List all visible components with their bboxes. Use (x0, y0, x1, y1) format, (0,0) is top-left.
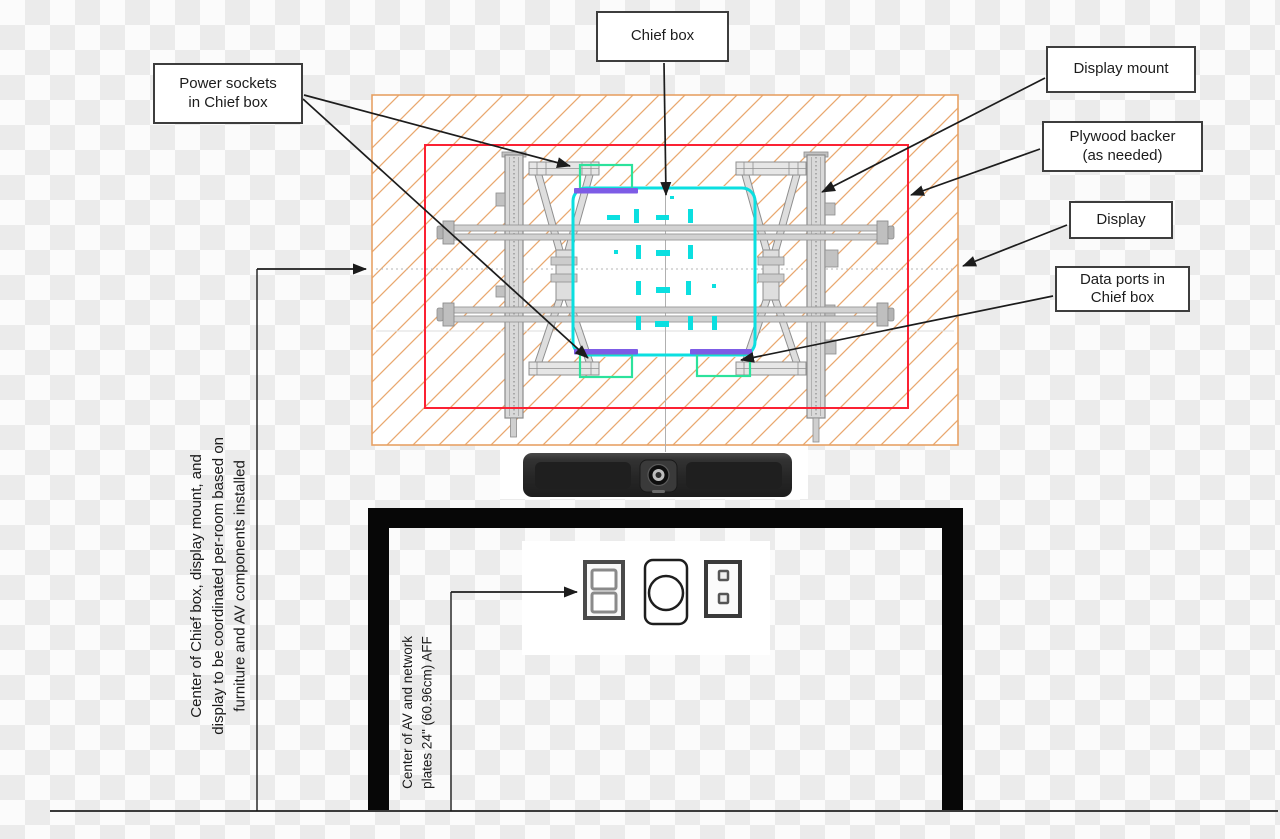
dimension-lines (256, 263, 578, 811)
mount-crossbar-upper (436, 220, 895, 245)
data-port-strip (690, 349, 752, 355)
mount-bracket-left (528, 161, 600, 376)
callout-plywood-backer: Plywood backer (as needed) (1042, 121, 1203, 172)
av-plate (704, 560, 742, 618)
note-plate-height-text: Center of AV and network plates 24" (60.… (400, 635, 435, 789)
network-plate (583, 560, 625, 620)
note-plate-height: Center of AV and network plates 24" (60.… (396, 618, 440, 806)
callout-power-sockets: Power sockets in Chief box (153, 63, 303, 124)
power-outlet-plate (643, 558, 689, 626)
table (368, 508, 963, 812)
display-outline (424, 144, 909, 409)
table-leg-right (942, 528, 963, 812)
table-top (368, 508, 963, 528)
socket-strips (574, 188, 752, 355)
speaker-grille-left (535, 462, 631, 489)
mount-rail-right (803, 151, 839, 443)
callout-display: Display (1069, 201, 1173, 239)
callout-arrows (302, 62, 1068, 363)
chief-box-port-marks (607, 196, 717, 330)
table-leg-left (368, 528, 389, 812)
callout-data-ports: Data ports in Chief box (1055, 266, 1190, 312)
power-socket-strip-top (574, 188, 638, 194)
speaker-grille-right (686, 462, 782, 489)
note-center-coordination: Center of Chief box, display mount, and … (184, 420, 254, 752)
wall-plates (583, 558, 742, 626)
note-center-coordination-text: Center of Chief box, display mount, and … (188, 437, 249, 735)
brand-mark (652, 490, 665, 493)
callout-chief-box: Chief box (596, 11, 729, 62)
callout-display-mount: Display mount (1046, 46, 1196, 93)
conference-camera-bar (523, 453, 792, 497)
power-socket-strip-bottom (574, 349, 638, 355)
